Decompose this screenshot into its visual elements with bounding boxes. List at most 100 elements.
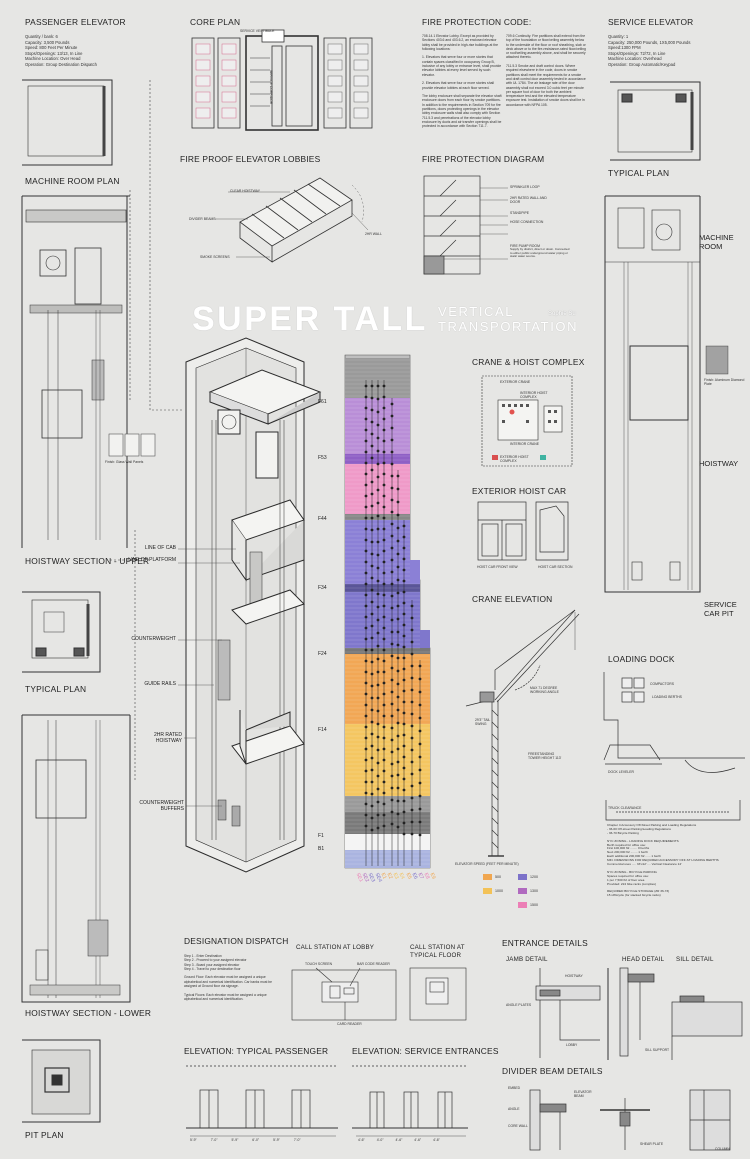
elevator-stop-dot [376, 826, 380, 830]
elevator-stop-dot [382, 505, 386, 509]
elevator-stop-dot [364, 395, 368, 399]
floor-label: F44 [318, 516, 327, 522]
elevator-stop-dot [402, 524, 406, 528]
elev-typical-dimensions: 5'-9" 7'-0" 5'-9" 6'-0" 5'-9" 7'-0" [190, 1138, 301, 1142]
counterweight-label: COUNTERWEIGHT [131, 636, 176, 642]
fire-diagram-heading: FIRE PROTECTION DIAGRAM [422, 154, 545, 164]
elevator-stop-dot [402, 799, 406, 803]
elevator-stop-dot [402, 766, 406, 770]
elevator-stop-dot [390, 546, 394, 550]
elevator-stop-dot [382, 648, 386, 652]
elevator-stop-dot [364, 406, 368, 410]
elevator-stop-dot [390, 606, 394, 610]
shear-plate-label: SHEAR PLATE [640, 1142, 664, 1146]
elevator-stop-dot [410, 748, 414, 752]
floor-label: F34 [318, 585, 327, 591]
elevator-stop-dot [396, 591, 400, 595]
elevator-stop-dot [396, 825, 400, 829]
elevator-stop-dot [376, 579, 380, 583]
elevator-stop-dot [396, 565, 400, 569]
legend-value: 500 [495, 875, 501, 879]
elevator-stop-dot [390, 690, 394, 694]
elevator-stop-dot [364, 384, 368, 388]
elevator-stop-dot [370, 636, 374, 640]
elevator-stop-dot [402, 667, 406, 671]
dimension-label: 6'-0" [252, 1138, 260, 1142]
exterior-hoist-car-heading: EXTERIOR HOIST CAR [472, 486, 567, 496]
elevator-stop-dot [418, 729, 422, 733]
elevator-stop-dot [402, 612, 406, 616]
elevator-stop-dot [370, 504, 374, 508]
elevator-stop-dot [390, 426, 394, 430]
elevator-stop-dot [390, 714, 394, 718]
service-car-pit-label: SERVICE CAR PIT [704, 600, 737, 618]
elevator-stop-dot [396, 773, 400, 777]
counterweight-buffers-label: COUNTERWEIGHT BUFFERS [139, 800, 184, 812]
elevator-stop-dot [396, 786, 400, 790]
elevator-stop-dot [364, 417, 368, 421]
speed-legend: 500 1200 1000 1300 1500 [483, 874, 553, 908]
elevator-stop-dot [410, 820, 414, 824]
dispatch-text: Step 1 - Enter Destination Step 2 - Proc… [184, 954, 272, 1001]
elevator-stop-dot [396, 500, 400, 504]
tower-height-label: FREESTANDING TOWER HEIGHT 113' [528, 752, 562, 760]
elevator-stop-dot [402, 623, 406, 627]
elevator-stop-dot [390, 498, 394, 502]
elevator-stop-dot [402, 546, 406, 550]
elevator-stop-dot [382, 582, 386, 586]
fire-pump-room-label: FIRE PUMP ROOM [510, 244, 540, 248]
floor-label: F61 [318, 399, 327, 405]
dimension-label: 4'-6" [433, 1138, 440, 1142]
compactors-label: COMPACTORS [650, 682, 674, 686]
elevator-stop-dot [376, 813, 380, 817]
elevator-stop-dot [370, 432, 374, 436]
elevator-stop-dot [376, 436, 380, 440]
elevator-stop-dot [364, 758, 368, 762]
dimension-label: 5'-9" [231, 1138, 239, 1142]
elevator-stop-dot [370, 732, 374, 736]
elevator-stop-dot [370, 444, 374, 448]
elevator-stop-dot [364, 527, 368, 531]
typical-plan-right-heading: TYPICAL PLAN [608, 168, 670, 178]
elevator-stop-dot [410, 652, 414, 656]
two-hr-wall-label: 2HR WALL [365, 232, 382, 236]
elevator-stop-dot [390, 594, 394, 598]
elevator-stop-dot [364, 615, 368, 619]
elevator-stop-dot [364, 659, 368, 663]
elevator-stop-dot [396, 539, 400, 543]
legend-value: 1500 [530, 903, 538, 907]
hoistway-detail-label: HOISTWAY [565, 974, 583, 978]
call-lobby-heading: CALL STATION AT LOBBY [296, 944, 375, 951]
elevator-stop-dot [390, 762, 394, 766]
elevator-stop-dot [382, 461, 386, 465]
machine-room-plan-heading: MACHINE ROOM PLAN [25, 176, 120, 186]
floor-label: F53 [318, 455, 327, 461]
elevator-stop-dot [364, 637, 368, 641]
elevator-stop-dot [364, 439, 368, 443]
elevator-stop-dot [396, 552, 400, 556]
elevator-stop-dot [370, 408, 374, 412]
legend-swatch [483, 888, 492, 894]
hoist-car-section-label: HOIST CAR SECTION [538, 565, 573, 569]
dimension-label: 5'-9" [190, 1138, 197, 1142]
elevator-stop-dot [364, 703, 368, 707]
elevator-stop-dot [410, 736, 414, 740]
column-label: COLUMN [715, 1147, 730, 1151]
hoistway-label: HOISTWAY [699, 459, 739, 468]
elev-service-heading: ELEVATION: SERVICE ENTRANCES [352, 1046, 499, 1056]
elevator-stop-dot [402, 711, 406, 715]
elevator-stop-dot [364, 571, 368, 575]
lobby-detail-label: LOBBY [566, 1043, 578, 1047]
elevator-stop-dot [390, 462, 394, 466]
elevator-stop-dot [402, 777, 406, 781]
elevator-stop-dot [410, 688, 414, 692]
elevator-stop-dot [364, 648, 368, 652]
dimension-label: 4'-0" [376, 1138, 384, 1142]
sprinkler-loop-label: SPRINKLER LOOP [510, 185, 540, 189]
elevator-stop-dot [382, 637, 386, 641]
